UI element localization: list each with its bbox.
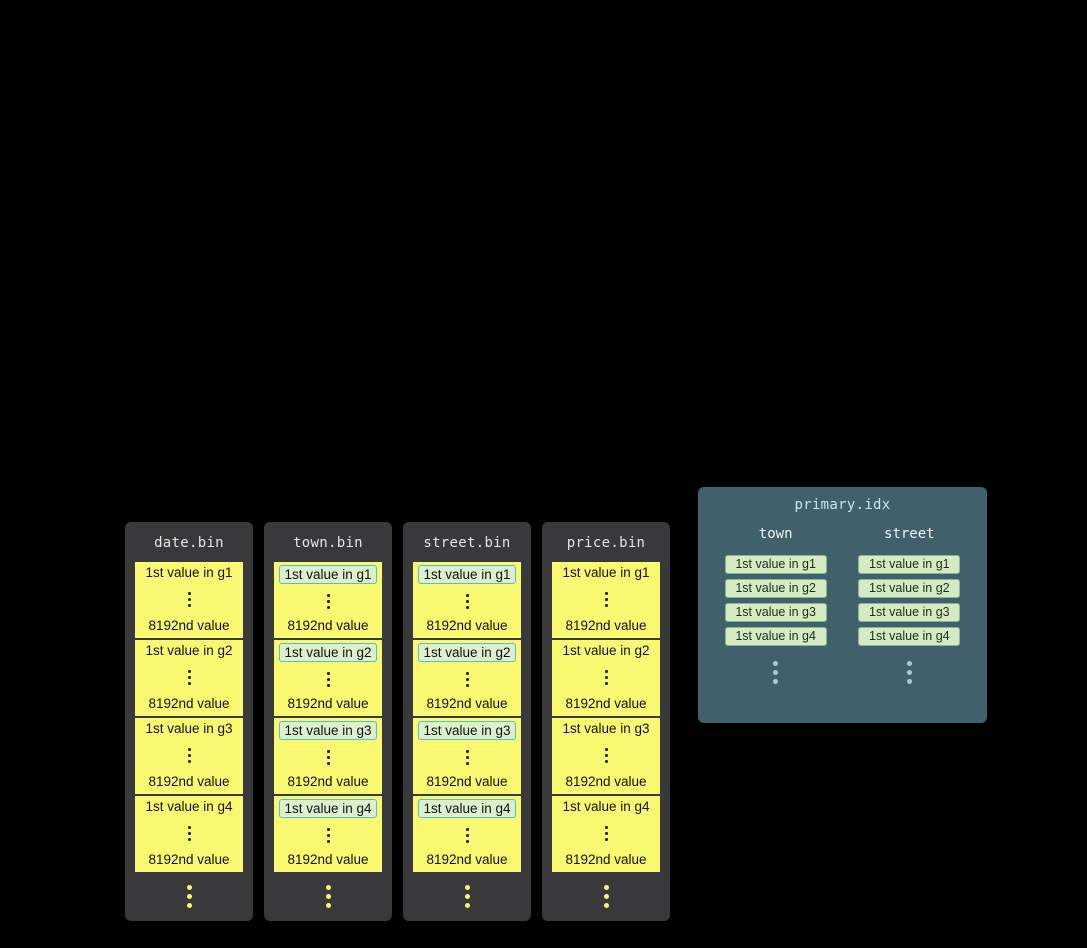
granule-block-g2: 1st value in g2 8192nd value — [552, 640, 660, 716]
index-entry: 1st value in g3 — [724, 603, 827, 622]
granule-last-value: 8192nd value — [565, 774, 647, 789]
index-entry: 1st value in g4 — [724, 627, 827, 646]
granule-block-g1: 1st value in g1 8192nd value — [135, 562, 243, 638]
index-column-name: street — [884, 526, 935, 542]
granule-first-value: 1st value in g3 — [145, 721, 233, 736]
granule-block-g3: 1st value in g3 8192nd value — [135, 718, 243, 794]
granule-stack: 1st value in g1 8192nd value 1st value i… — [403, 562, 531, 872]
granule-last-value: 8192nd value — [426, 696, 508, 711]
granule-block-g4: 1st value in g4 8192nd value — [413, 796, 521, 872]
granule-last-value: 8192nd value — [426, 852, 508, 867]
granule-stack: 1st value in g1 8192nd value 1st value i… — [264, 562, 392, 872]
ellipsis-dots-icon — [326, 671, 330, 687]
granule-last-value: 8192nd value — [148, 852, 230, 867]
granule-last-value: 8192nd value — [426, 774, 508, 789]
bin-file-price: price.bin 1st value in g1 8192nd value 1… — [542, 522, 670, 921]
more-granules-dots-icon — [125, 885, 253, 908]
granule-first-value-highlighted: 1st value in g4 — [418, 799, 516, 818]
more-granules-dots-icon — [542, 885, 670, 908]
ellipsis-dots-icon — [465, 593, 469, 609]
granule-block-g1: 1st value in g1 8192nd value — [274, 562, 382, 638]
granule-last-value: 8192nd value — [287, 852, 369, 867]
ellipsis-dots-icon — [326, 827, 330, 843]
granule-first-value: 1st value in g2 — [562, 643, 650, 658]
ellipsis-dots-icon — [604, 825, 608, 841]
index-column-name: town — [758, 526, 793, 542]
granule-block-g1: 1st value in g1 8192nd value — [413, 562, 521, 638]
granule-last-value: 8192nd value — [287, 774, 369, 789]
granule-block-g2: 1st value in g2 8192nd value — [135, 640, 243, 716]
granule-first-value: 1st value in g4 — [562, 799, 650, 814]
granule-last-value: 8192nd value — [148, 618, 230, 633]
granule-first-value-highlighted: 1st value in g1 — [418, 565, 516, 584]
granule-stack: 1st value in g1 8192nd value 1st value i… — [542, 562, 670, 872]
granule-first-value-highlighted: 1st value in g2 — [279, 643, 377, 662]
granule-first-value: 1st value in g3 — [562, 721, 650, 736]
ellipsis-dots-icon — [465, 671, 469, 687]
granule-last-value: 8192nd value — [148, 696, 230, 711]
granule-first-value-highlighted: 1st value in g3 — [418, 721, 516, 740]
granule-last-value: 8192nd value — [287, 696, 369, 711]
ellipsis-dots-icon — [465, 749, 469, 765]
primary-index-panel: primary.idx town 1st value in g1 1st val… — [698, 487, 987, 723]
granule-last-value: 8192nd value — [148, 774, 230, 789]
granule-block-g4: 1st value in g4 8192nd value — [135, 796, 243, 872]
granule-block-g1: 1st value in g1 8192nd value — [552, 562, 660, 638]
more-entries-dots-icon — [906, 661, 912, 684]
primary-index-title: primary.idx — [794, 497, 891, 513]
granule-block-g2: 1st value in g2 8192nd value — [274, 640, 382, 716]
granule-block-g3: 1st value in g3 8192nd value — [274, 718, 382, 794]
ellipsis-dots-icon — [187, 747, 191, 763]
ellipsis-dots-icon — [604, 747, 608, 763]
index-entry: 1st value in g2 — [858, 579, 961, 598]
granule-block-g3: 1st value in g3 8192nd value — [413, 718, 521, 794]
ellipsis-dots-icon — [187, 825, 191, 841]
bin-file-date: date.bin 1st value in g1 8192nd value 1s… — [125, 522, 253, 921]
bin-file-title: price.bin — [566, 535, 646, 551]
granule-first-value-highlighted: 1st value in g2 — [418, 643, 516, 662]
granule-first-value: 1st value in g1 — [562, 565, 650, 580]
granule-block-g4: 1st value in g4 8192nd value — [552, 796, 660, 872]
primary-index-columns: town 1st value in g1 1st value in g2 1st… — [698, 526, 987, 684]
index-entry: 1st value in g1 — [858, 555, 961, 574]
bin-file-title: town.bin — [293, 535, 363, 551]
granule-first-value: 1st value in g2 — [145, 643, 233, 658]
granule-block-g3: 1st value in g3 8192nd value — [552, 718, 660, 794]
index-entry: 1st value in g4 — [858, 627, 961, 646]
granule-last-value: 8192nd value — [426, 618, 508, 633]
bin-file-town: town.bin 1st value in g1 8192nd value 1s… — [264, 522, 392, 921]
ellipsis-dots-icon — [326, 593, 330, 609]
ellipsis-dots-icon — [604, 591, 608, 607]
index-entry: 1st value in g2 — [724, 579, 827, 598]
granule-first-value-highlighted: 1st value in g4 — [279, 799, 377, 818]
granule-stack: 1st value in g1 8192nd value 1st value i… — [125, 562, 253, 872]
bin-file-title: date.bin — [154, 535, 224, 551]
granule-first-value: 1st value in g4 — [145, 799, 233, 814]
more-granules-dots-icon — [403, 885, 531, 908]
index-column-street: street 1st value in g1 1st value in g2 1… — [853, 526, 965, 684]
index-column-town: town 1st value in g1 1st value in g2 1st… — [720, 526, 832, 684]
granule-block-g2: 1st value in g2 8192nd value — [413, 640, 521, 716]
ellipsis-dots-icon — [326, 749, 330, 765]
index-entry: 1st value in g3 — [858, 603, 961, 622]
ellipsis-dots-icon — [187, 591, 191, 607]
ellipsis-dots-icon — [604, 669, 608, 685]
granule-first-value-highlighted: 1st value in g3 — [279, 721, 377, 740]
ellipsis-dots-icon — [187, 669, 191, 685]
granule-last-value: 8192nd value — [565, 618, 647, 633]
bin-file-title: street.bin — [423, 535, 511, 551]
granule-last-value: 8192nd value — [287, 618, 369, 633]
index-entry: 1st value in g1 — [724, 555, 827, 574]
more-granules-dots-icon — [264, 885, 392, 908]
more-entries-dots-icon — [773, 661, 779, 684]
granule-first-value: 1st value in g1 — [145, 565, 233, 580]
granule-last-value: 8192nd value — [565, 696, 647, 711]
ellipsis-dots-icon — [465, 827, 469, 843]
granule-first-value-highlighted: 1st value in g1 — [279, 565, 377, 584]
bin-file-street: street.bin 1st value in g1 8192nd value … — [403, 522, 531, 921]
granule-block-g4: 1st value in g4 8192nd value — [274, 796, 382, 872]
granule-last-value: 8192nd value — [565, 852, 647, 867]
